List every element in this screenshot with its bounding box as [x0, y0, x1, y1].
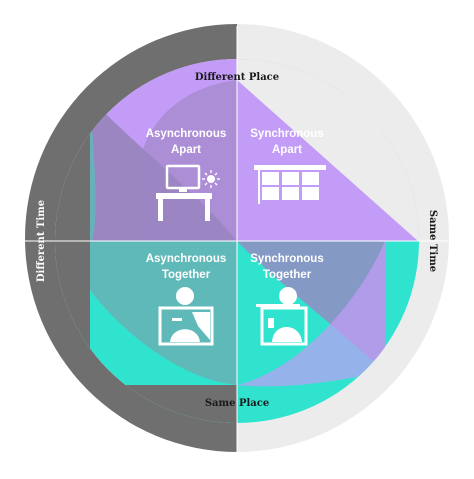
quadrant-sync-together: Synchronous Together [250, 253, 324, 346]
quadrant-async-apart-line2: Apart [171, 144, 201, 156]
ring-label-right: Same Time [427, 210, 438, 272]
quadrant-async-together-line2: Together [162, 269, 211, 281]
quadrant-async-apart-line1: Asynchronous [146, 128, 227, 140]
quadrant-async-together-line1: Asynchronous [146, 253, 227, 265]
ring-label-bottom: Same Place [205, 398, 269, 409]
quadrant-async-together: Asynchronous Together [146, 253, 227, 346]
ring-label-left: Different Time [36, 200, 47, 282]
teal-left-wedge [90, 98, 96, 241]
quadrant-sync-together-line1: Synchronous [250, 253, 323, 265]
quadrant-sync-together-line2: Together [263, 269, 312, 281]
teal-lens-shadow [90, 241, 237, 385]
person-at-board-icon [158, 287, 214, 346]
quadrant-sync-apart: Synchronous Apart [250, 128, 326, 204]
video-grid-icon [254, 165, 326, 204]
purple-lens-right [237, 241, 385, 372]
quadrant-async-apart: Asynchronous Apart [146, 128, 227, 221]
quadrant-sync-apart-line2: Apart [272, 144, 302, 156]
ring-label-top: Different Place [195, 72, 279, 83]
person-at-screen-icon [256, 287, 308, 346]
desk-with-computer-icon [156, 164, 220, 221]
purple-lens-right-2 [237, 241, 385, 387]
quadrant-sync-apart-line1: Synchronous [250, 128, 323, 140]
